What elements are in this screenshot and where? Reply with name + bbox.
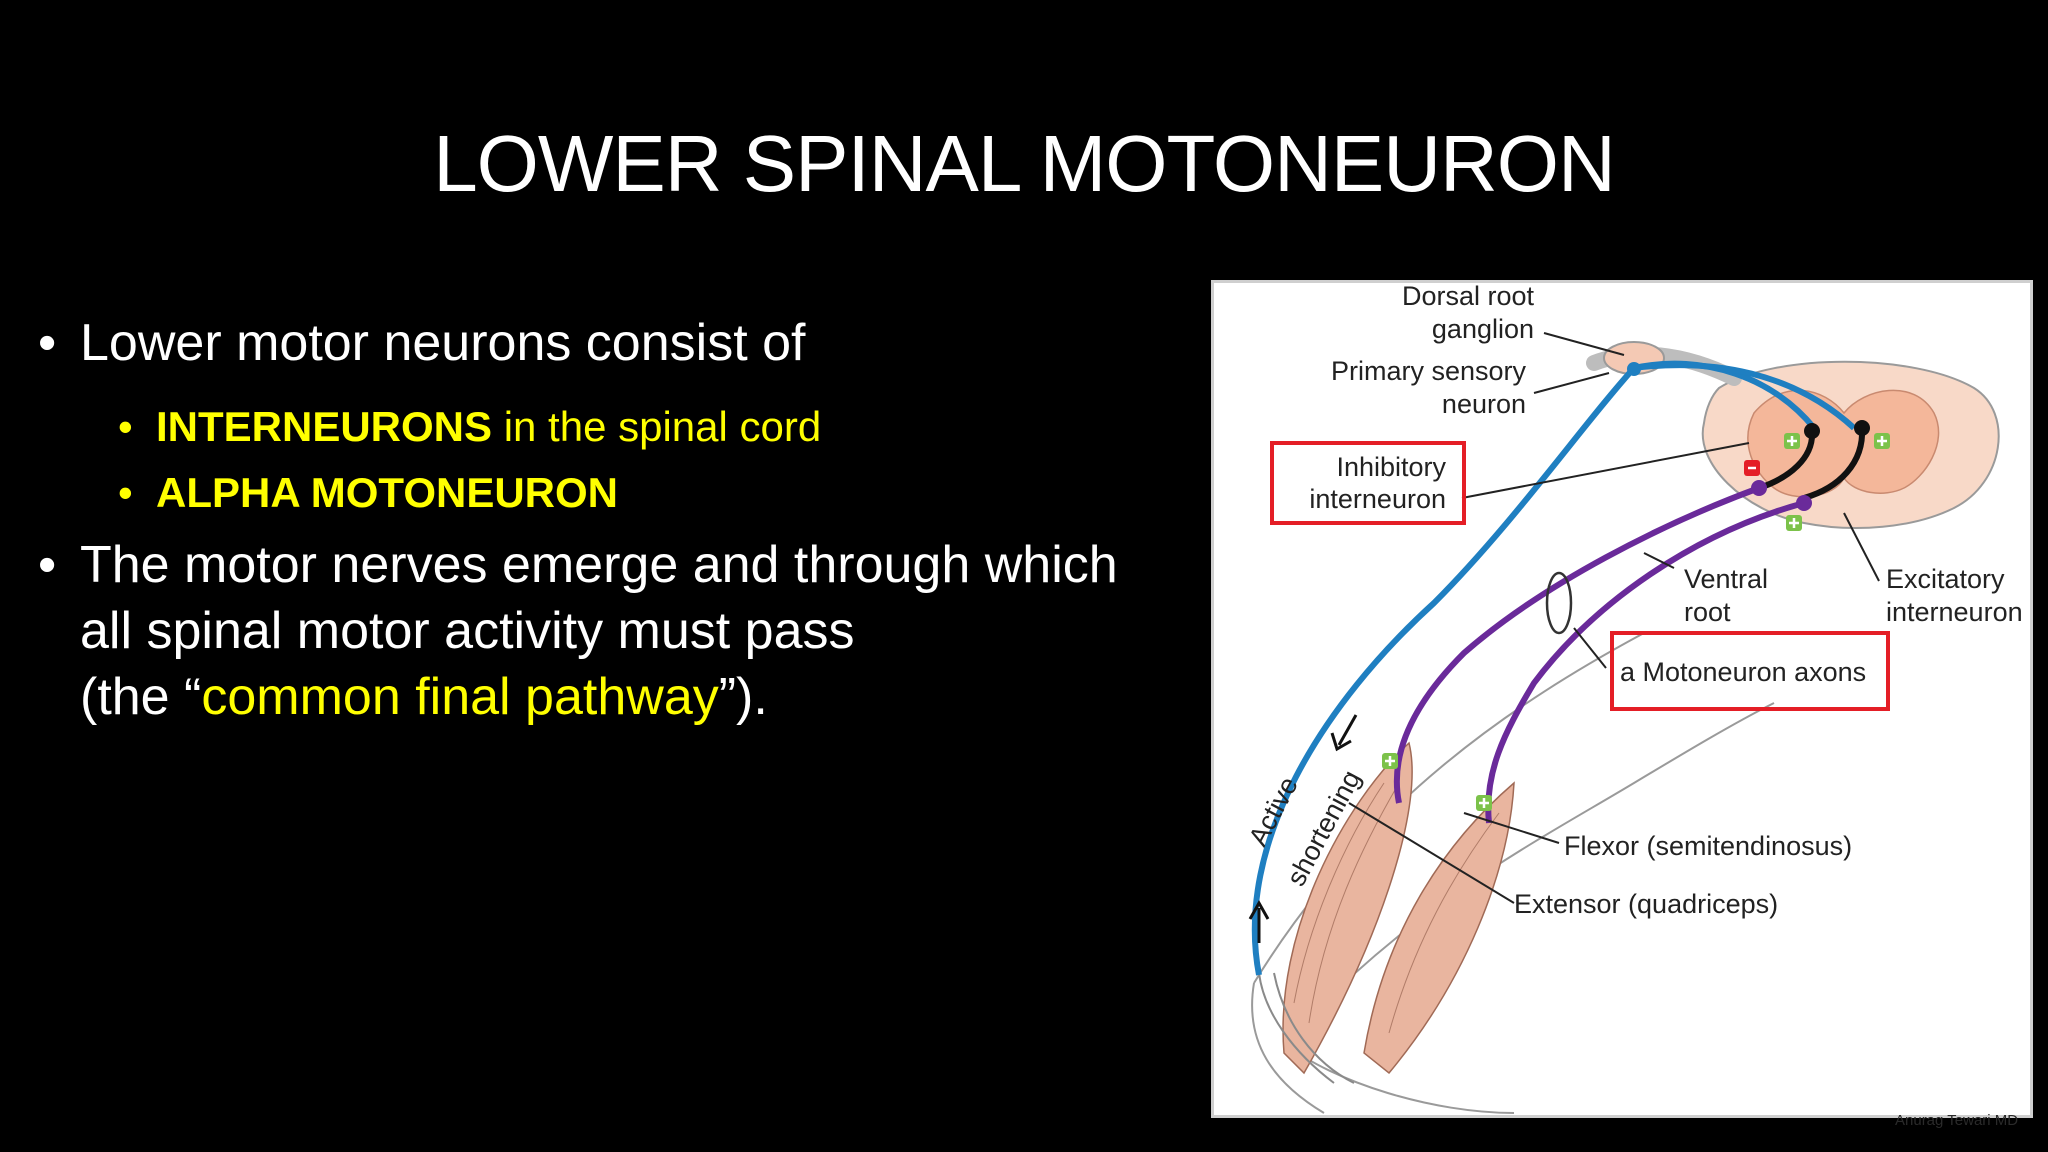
flexor-muscle	[1363, 781, 1515, 1075]
bullet-line-1: The motor nerves emerge and through whic…	[80, 536, 1118, 594]
interneurons-rest: in the spinal cord	[492, 403, 822, 450]
extensor-fibers	[1293, 782, 1400, 1024]
label-extensor: Extensor (quadriceps)	[1514, 889, 1778, 919]
excitatory-interneuron-cell	[1803, 427, 1866, 501]
sub-bullet-list: INTERNEURONS in the spinal cord ALPHA MO…	[38, 394, 1198, 526]
slide-title: LOWER SPINAL MOTONEURON	[433, 119, 1616, 208]
label-dorsal-root-1: Dorsal root	[1402, 283, 1535, 311]
inhibitory-interneuron-box	[1270, 441, 1466, 525]
label-primary-sensory-1: Primary sensory	[1331, 356, 1527, 386]
pointer-extensor	[1348, 802, 1515, 904]
sub-bullet-interneurons: INTERNEURONS in the spinal cord	[38, 394, 1198, 460]
motoneuron-axons-box	[1610, 631, 1890, 711]
pathway-highlight: common final pathway	[201, 668, 719, 726]
ventral-root-loop	[1545, 571, 1573, 635]
sensory-cell-body	[1627, 362, 1641, 376]
label-excitatory-1: Excitatory	[1886, 564, 2005, 594]
excitatory-synapse-icon	[1784, 433, 1800, 449]
watermark: Anurag Tewari MD	[1895, 1112, 2019, 1129]
thigh-outline	[1253, 632, 1645, 984]
sensory-neuron-central-2	[1633, 362, 1857, 431]
flexor-fibers	[1388, 812, 1500, 1034]
pathway-post: ”).	[718, 668, 768, 726]
knee-outline	[1251, 982, 1325, 1114]
motor-axon-flexor	[1485, 500, 1805, 824]
excitatory-synapse-icon	[1874, 433, 1890, 449]
interneurons-term: INTERNEURONS	[156, 403, 493, 450]
pointer-excitatory	[1843, 512, 1880, 582]
excitatory-synapse-icon	[1382, 753, 1398, 769]
excitatory-interneuron-body	[1854, 420, 1870, 436]
alpha-motoneuron-term: ALPHA MOTONEURON	[156, 469, 618, 516]
pointer-inhibitory	[1461, 442, 1750, 499]
pathway-pre: (the “	[80, 668, 202, 726]
excitatory-synapse-icon	[1786, 515, 1802, 531]
sub-bullet-alpha-motoneuron: ALPHA MOTONEURON	[38, 460, 1198, 526]
bullet-list: Lower motor neurons consist of INTERNEUR…	[38, 310, 1198, 748]
reflex-diagram: Dorsal root ganglion Primary sensory neu…	[1211, 280, 2033, 1118]
inhibitory-interneuron-body	[1804, 423, 1820, 439]
label-active: Active	[1243, 772, 1304, 851]
label-inhibitory-2: interneuron	[1309, 484, 1446, 514]
label-dorsal-root-2: ganglion	[1432, 314, 1534, 344]
arrow-up-icon	[1248, 899, 1270, 943]
inhibitory-synapse-icon	[1744, 460, 1760, 476]
sensory-neuron-path	[1251, 365, 1637, 976]
label-motoneuron-axons: a Motoneuron axons	[1620, 657, 1866, 687]
bullet-line-3: (the “common final pathway”).	[80, 664, 1198, 730]
thigh-outline-lower	[1283, 702, 1775, 1044]
motor-cell-body-1	[1751, 480, 1767, 496]
motor-axon-extensor	[1393, 485, 1761, 804]
label-primary-sensory-2: neuron	[1442, 389, 1526, 419]
label-excitatory-2: interneuron	[1886, 597, 2023, 627]
bullet-line-2: all spinal motor activity must pass	[80, 602, 855, 660]
label-ventral-2: root	[1684, 597, 1731, 627]
knee-bones	[1258, 972, 1355, 1084]
pointer-dorsal-root	[1543, 332, 1625, 356]
pointer-flexor	[1463, 812, 1560, 844]
pointer-motoneuron-axons	[1573, 627, 1607, 669]
label-flexor: Flexor (semitendinosus)	[1564, 831, 1852, 861]
motor-cell-body-2	[1796, 495, 1812, 511]
bullet-lower-motor-neurons: Lower motor neurons consist of	[38, 310, 1198, 376]
bullet-text: Lower motor neurons consist of	[80, 314, 806, 372]
pointer-primary-sensory	[1533, 372, 1610, 394]
pointer-ventral-root	[1643, 552, 1675, 569]
label-ventral-1: Ventral	[1684, 564, 1768, 594]
bullet-common-final-pathway: The motor nerves emerge and through whic…	[38, 532, 1198, 730]
arrow-down-icon	[1330, 714, 1358, 752]
reflex-diagram-svg: Dorsal root ganglion Primary sensory neu…	[1243, 283, 2023, 1114]
label-inhibitory-1: Inhibitory	[1336, 452, 1446, 482]
excitatory-synapse-icon	[1476, 795, 1492, 811]
